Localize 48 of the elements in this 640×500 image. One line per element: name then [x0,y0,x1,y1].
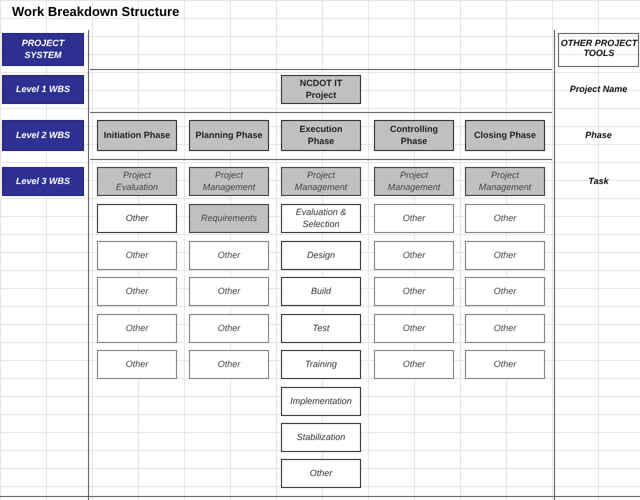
task-box: Project Management [281,167,361,196]
task-box: Other [189,277,269,306]
phase-box: Controlling Phase [374,120,454,151]
task-box: Implementation [281,387,361,416]
task-box: Other [97,314,177,343]
row-header: PROJECT SYSTEM [2,33,84,66]
task-box: Design [281,241,361,270]
task-box: Other [189,314,269,343]
task-box: Other [374,241,454,270]
task-box: Other [97,204,177,233]
row-header: Level 2 WBS [2,120,84,151]
task-box: Build [281,277,361,306]
task-box: Project Evaluation [97,167,177,196]
task-box: Other [374,350,454,379]
task-box: Other [465,314,545,343]
column-label: Phase [584,130,613,140]
task-box: Training [281,350,361,379]
task-box: Project Management [374,167,454,196]
column-label: Task [587,176,610,186]
task-box: Project Management [189,167,269,196]
task-box: Other [97,350,177,379]
phase-box: Planning Phase [189,120,269,151]
task-box: Other [465,277,545,306]
column-label: OTHER PROJECT TOOLS [560,38,639,58]
project-box: NCDOT IT Project [281,75,361,104]
row-header: Level 3 WBS [2,167,84,196]
task-box: Other [374,314,454,343]
phase-box: Initiation Phase [97,120,177,151]
task-box: Other [189,241,269,270]
column-label: Project Name [568,84,628,94]
phase-box: Execution Phase [281,120,361,151]
task-box: Other [374,277,454,306]
task-box: Evaluation & Selection [281,204,361,233]
title: Work Breakdown Structure [12,4,180,21]
row-header: Level 1 WBS [2,75,84,104]
task-box: Test [281,314,361,343]
task-box: Other [465,204,545,233]
task-box: Project Management [465,167,545,196]
task-box: Stabilization [281,423,361,452]
task-box: Other [97,241,177,270]
task-box: Other [281,459,361,488]
task-box: Other [374,204,454,233]
task-box: Other [465,350,545,379]
task-box: Other [97,277,177,306]
task-box: Other [465,241,545,270]
task-box: Other [189,350,269,379]
task-box: Requirements [189,204,269,233]
phase-box: Closing Phase [465,120,545,151]
